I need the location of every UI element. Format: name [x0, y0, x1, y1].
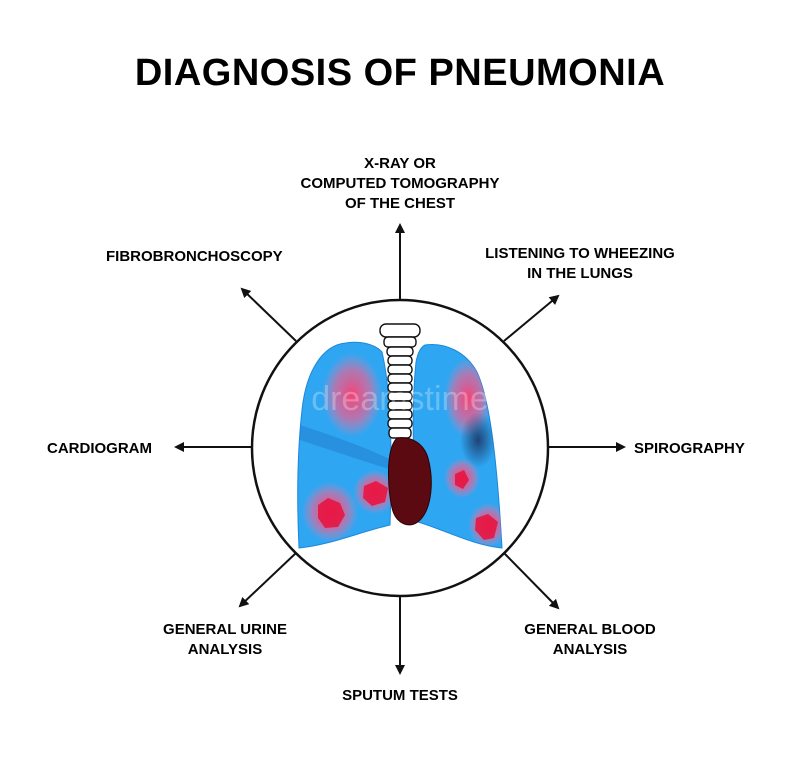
arrow-downright: [503, 552, 560, 610]
label-blood: GENERAL BLOOD ANALYSIS: [524, 621, 656, 658]
page-title: DIAGNOSIS OF PNEUMONIA: [134, 52, 666, 94]
label-sputum: SPUTUM TESTS: [342, 687, 458, 704]
lungs-icon: [297, 341, 503, 549]
arrow-upright: [503, 294, 560, 342]
label-listening: LISTENING TO WHEEZING IN THE LUNGS: [485, 245, 675, 282]
label-cardiogram: CARDIOGRAM: [47, 440, 152, 457]
label-xray: X-RAY OR COMPUTED TOMOGRAPHY OF THE CHES…: [300, 155, 500, 212]
label-fibrobronchoscopy: FIBROBRONCHOSCOPY: [106, 248, 283, 265]
arrows: [174, 223, 626, 675]
label-urine: GENERAL URINE ANALYSIS: [163, 621, 287, 658]
arrow-downleft: [238, 552, 297, 608]
watermark: dreamstime: [311, 380, 489, 418]
arrow-upleft: [240, 287, 297, 342]
label-spirography: SPIROGRAPHY: [634, 440, 745, 457]
heart-icon: [387, 437, 432, 526]
